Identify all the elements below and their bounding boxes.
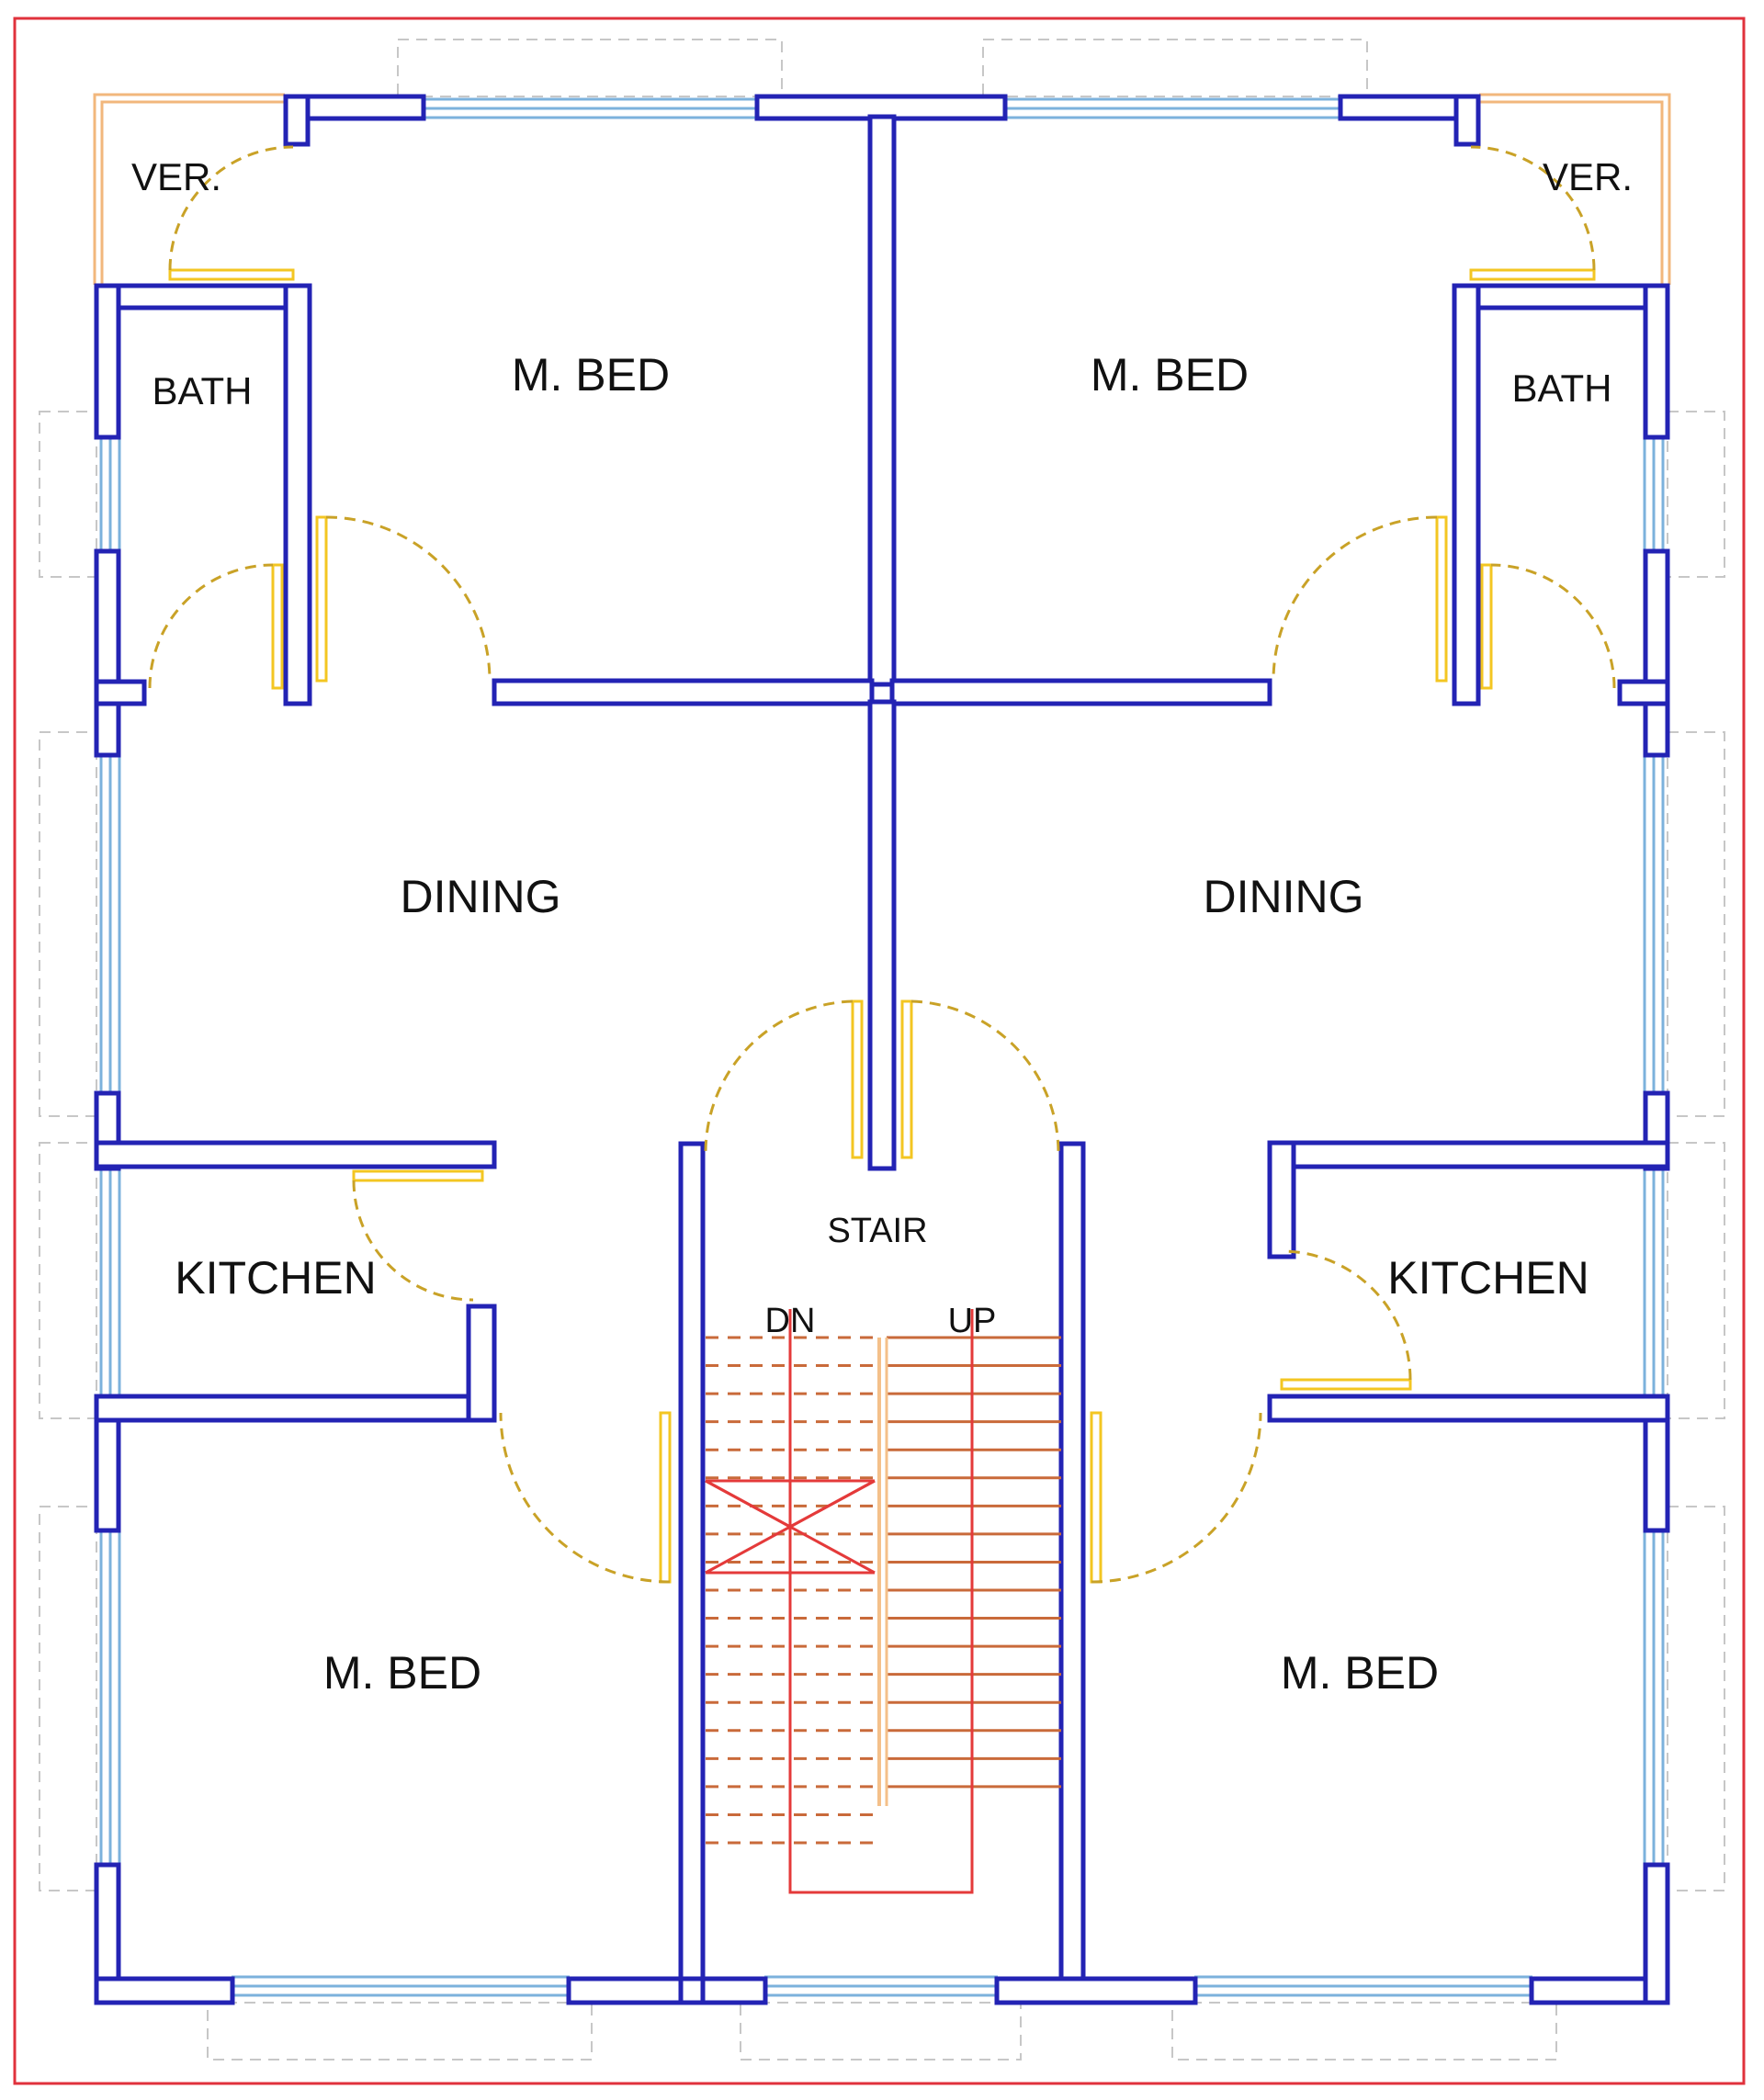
room-label-kitchen-left: KITCHEN <box>175 1252 376 1304</box>
door-swings <box>148 145 1616 1584</box>
stair-treads <box>706 1336 1061 1845</box>
room-label-bath-right: BATH <box>1512 367 1612 410</box>
room-label-master-bed-bottom-right: M. BED <box>1281 1647 1439 1699</box>
stair-label-down: DN <box>765 1302 816 1340</box>
room-label-dining-right: DINING <box>1204 871 1364 922</box>
stair-label-up: UP <box>948 1302 997 1340</box>
door-leaves <box>168 268 1596 1584</box>
room-label-kitchen-right: KITCHEN <box>1387 1252 1589 1304</box>
room-label-stair: STAIR <box>827 1212 927 1250</box>
veranda-outlines <box>93 93 1671 285</box>
room-label-master-bed-top-left: M. BED <box>512 349 670 401</box>
room-label-ver-right: VER. <box>1543 155 1633 198</box>
room-label-dining-left: DINING <box>401 871 561 922</box>
room-label-master-bed-top-right: M. BED <box>1091 349 1249 401</box>
projection-outlines <box>39 39 1725 2060</box>
room-label-bath-left: BATH <box>153 369 253 412</box>
room-label-master-bed-bottom-left: M. BED <box>323 1647 481 1699</box>
walls <box>94 94 1670 2005</box>
stair <box>705 1309 1061 1894</box>
drawing-border <box>13 17 1746 2085</box>
windows <box>99 97 1665 1997</box>
stair-break-mark <box>705 1479 876 1575</box>
stair-walk-line <box>788 1309 974 1894</box>
room-label-ver-left: VER. <box>131 155 221 198</box>
